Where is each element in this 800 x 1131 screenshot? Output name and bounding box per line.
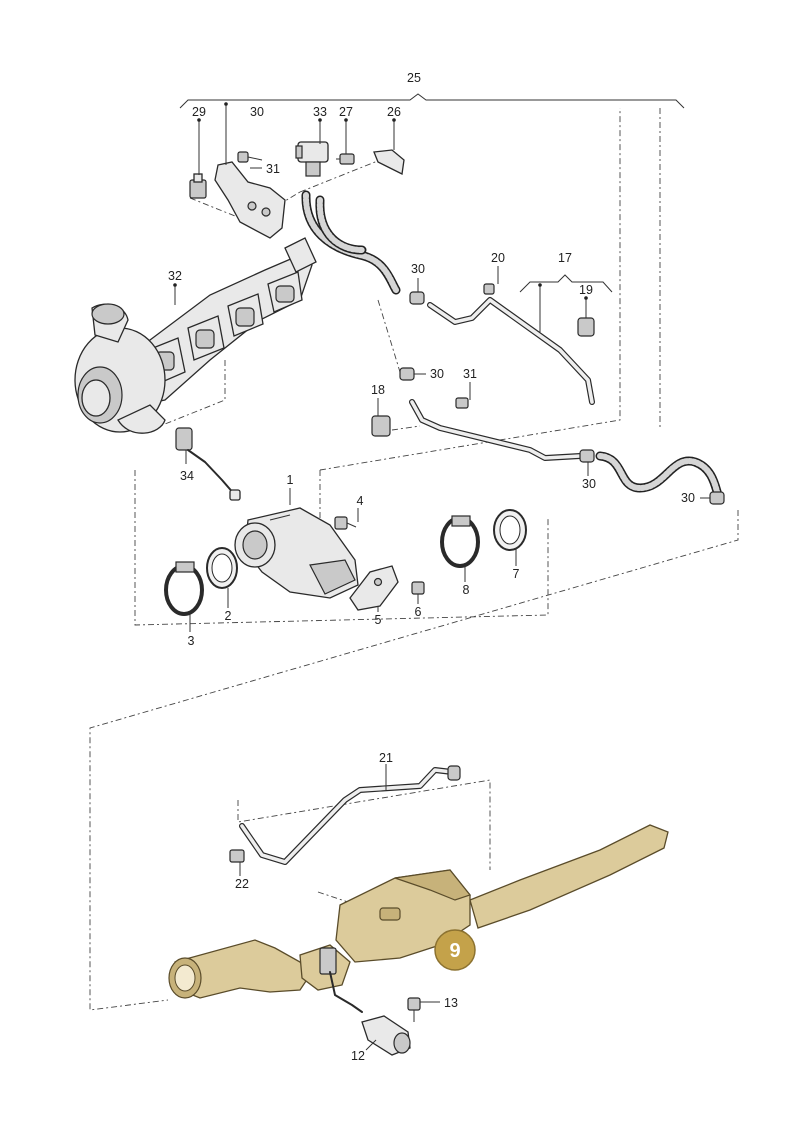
sensor-29 bbox=[189, 173, 207, 199]
clamp-8 bbox=[440, 515, 480, 568]
sensor-hose-left bbox=[301, 190, 401, 295]
callout-7[interactable]: 7 bbox=[513, 567, 520, 581]
callout-labels: 25 29 30 33 27 26 31 32 30 20 17 19 30 3… bbox=[168, 71, 695, 1063]
callout-30-top[interactable]: 30 bbox=[250, 105, 264, 119]
callout-30-lower[interactable]: 30 bbox=[582, 477, 596, 491]
hose-right bbox=[595, 451, 723, 500]
turbocharger-manifold-32 bbox=[74, 237, 317, 434]
callout-18[interactable]: 18 bbox=[371, 383, 385, 397]
callout-27[interactable]: 27 bbox=[339, 105, 353, 119]
part-number-badge-9[interactable]: 9 bbox=[434, 929, 476, 971]
clamp-3 bbox=[164, 561, 204, 616]
connector-19 bbox=[577, 317, 595, 337]
clip-30-mid bbox=[399, 367, 415, 381]
callout-12[interactable]: 12 bbox=[351, 1049, 365, 1063]
callout-26[interactable]: 26 bbox=[387, 105, 401, 119]
callout-2[interactable]: 2 bbox=[225, 609, 232, 623]
clip-30-right bbox=[709, 491, 725, 505]
callout-8[interactable]: 8 bbox=[463, 583, 470, 597]
bolt-6 bbox=[411, 581, 425, 595]
callout-30-right[interactable]: 30 bbox=[681, 491, 695, 505]
pressure-pipe-upper bbox=[427, 297, 595, 405]
bolt-31-mid bbox=[455, 397, 469, 409]
bolt-20 bbox=[483, 283, 495, 295]
catalytic-converter-1 bbox=[234, 507, 359, 599]
callout-19[interactable]: 19 bbox=[579, 283, 593, 297]
gasket-7 bbox=[493, 509, 527, 551]
clip-30-upper bbox=[409, 291, 425, 305]
callout-29[interactable]: 29 bbox=[192, 105, 206, 119]
bolt-31-upper bbox=[237, 151, 263, 163]
callout-22[interactable]: 22 bbox=[235, 877, 249, 891]
clip-30-lower bbox=[579, 449, 595, 463]
bolt-22 bbox=[229, 849, 245, 863]
leader-lines bbox=[173, 102, 710, 1051]
callout-13[interactable]: 13 bbox=[444, 996, 458, 1010]
pressure-pipe-lower bbox=[409, 399, 583, 461]
temperature-sensor-34 bbox=[175, 427, 241, 501]
callout-25[interactable]: 25 bbox=[407, 71, 421, 85]
callout-33[interactable]: 33 bbox=[313, 105, 327, 119]
callout-1[interactable]: 1 bbox=[287, 473, 294, 487]
pressure-sensor-33 bbox=[295, 141, 329, 177]
callout-20[interactable]: 20 bbox=[491, 251, 505, 265]
bolt-4 bbox=[334, 516, 357, 530]
callout-3[interactable]: 3 bbox=[188, 634, 195, 648]
bracket-30 bbox=[214, 161, 286, 239]
sensor-12 bbox=[361, 1015, 411, 1056]
group-bracket-25 bbox=[179, 93, 685, 109]
callout-5[interactable]: 5 bbox=[375, 613, 382, 627]
connector-18 bbox=[371, 415, 391, 437]
gasket-2 bbox=[206, 547, 238, 589]
callout-4[interactable]: 4 bbox=[357, 494, 364, 508]
pressure-pipe-21 bbox=[239, 765, 461, 865]
clip-26 bbox=[373, 149, 405, 175]
callout-34[interactable]: 34 bbox=[180, 469, 194, 483]
callout-32[interactable]: 32 bbox=[168, 269, 182, 283]
callout-31-mid[interactable]: 31 bbox=[463, 367, 477, 381]
bolt-27 bbox=[336, 153, 355, 165]
badge-label-9: 9 bbox=[449, 940, 460, 962]
callout-21[interactable]: 21 bbox=[379, 751, 393, 765]
callout-6[interactable]: 6 bbox=[415, 605, 422, 619]
bracket-5 bbox=[349, 565, 399, 611]
callout-30-upper[interactable]: 30 bbox=[411, 262, 425, 276]
particulate-filter-9 bbox=[168, 824, 669, 1013]
callout-30-mid[interactable]: 30 bbox=[430, 367, 444, 381]
bolt-13 bbox=[407, 997, 421, 1022]
callout-17[interactable]: 17 bbox=[558, 251, 572, 265]
callout-31-top[interactable]: 31 bbox=[266, 162, 280, 176]
